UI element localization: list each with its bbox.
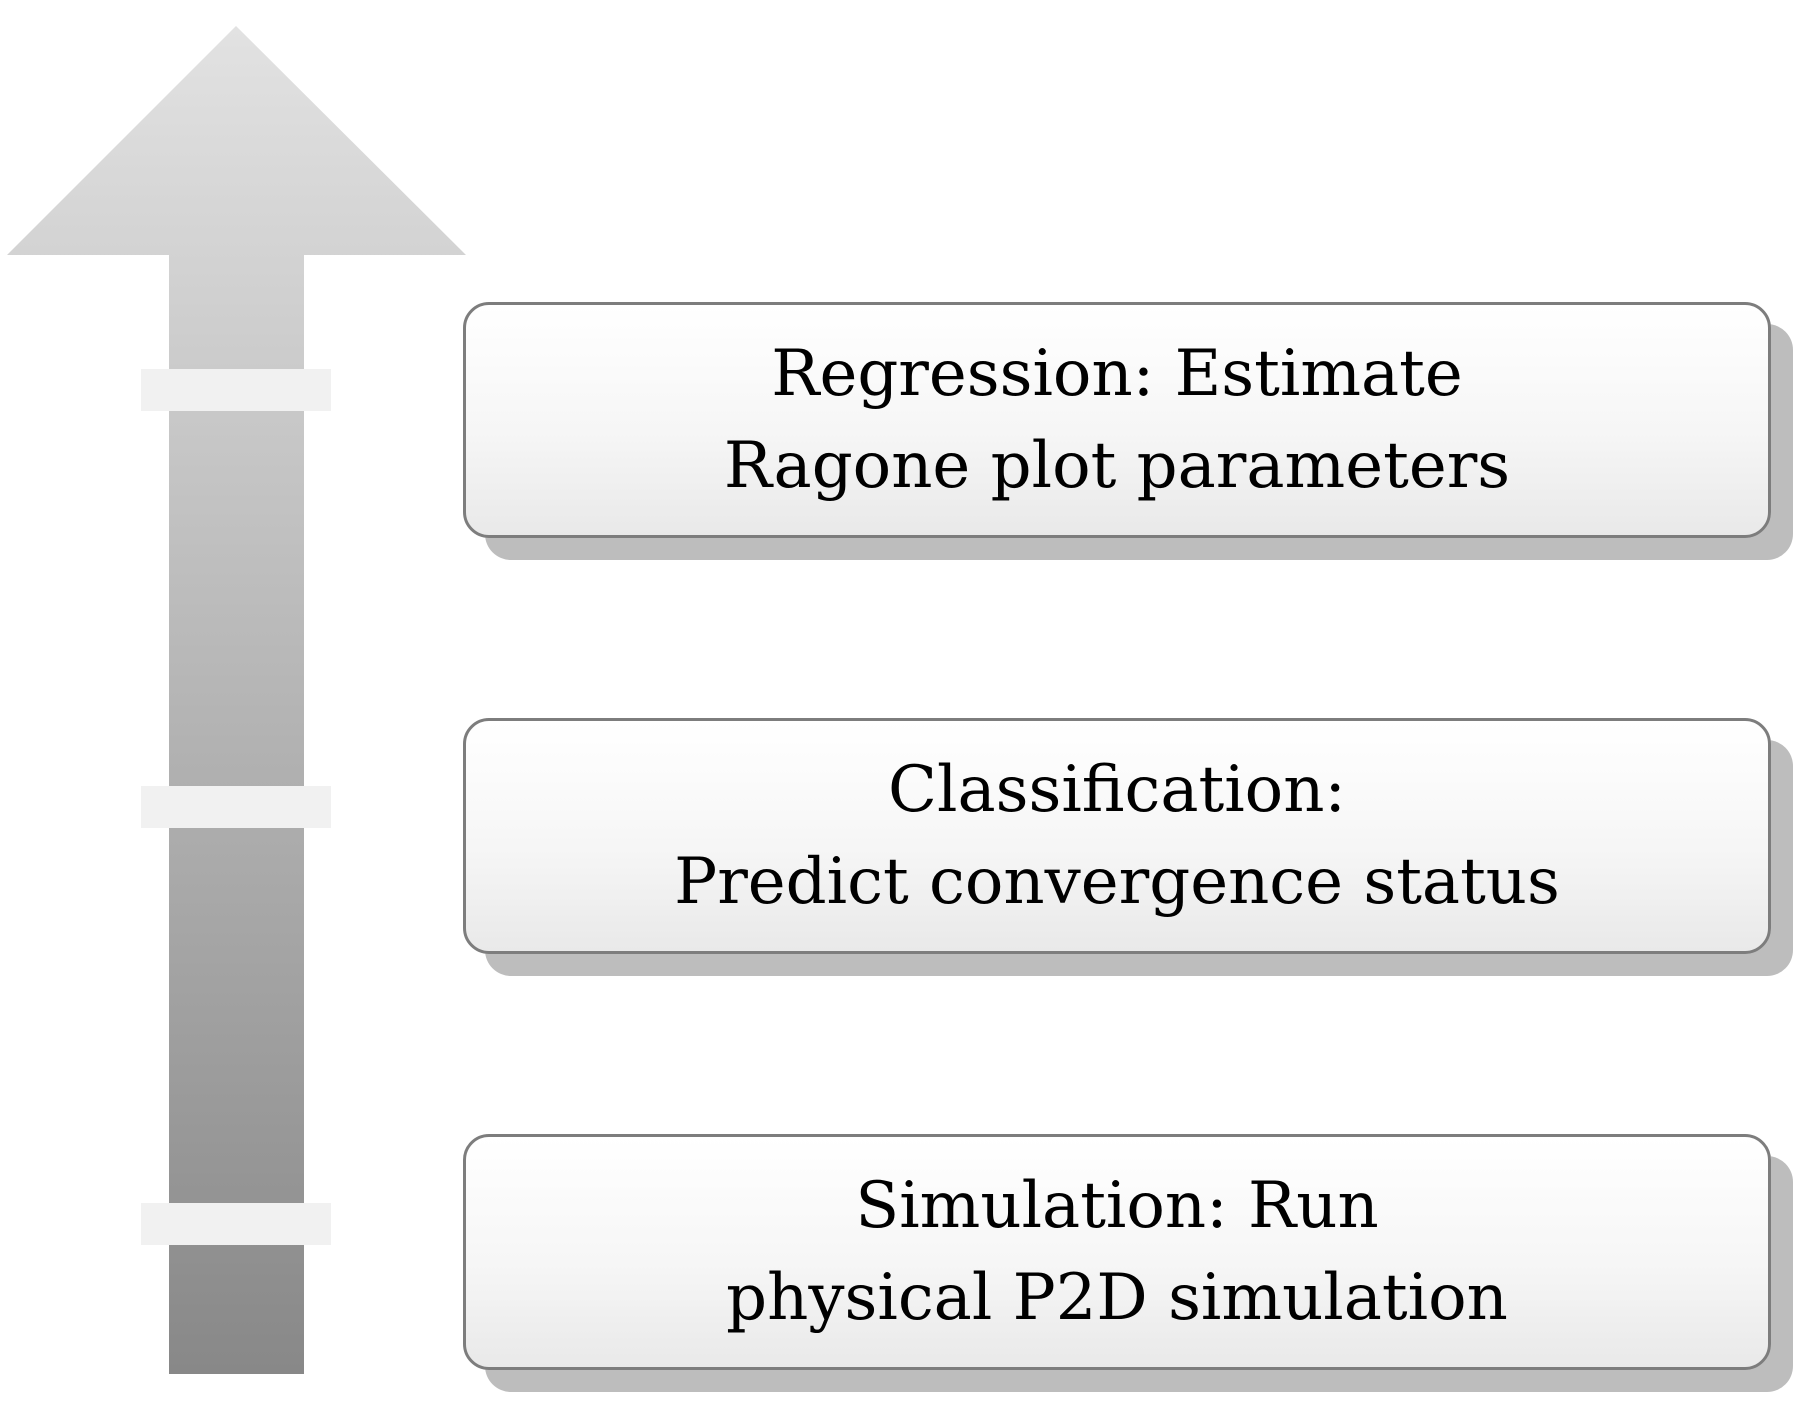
regression-title: Regression: Estimate <box>771 337 1463 411</box>
arrow-band-bottom <box>141 1203 331 1245</box>
simulation-description: physical P2D simulation <box>726 1261 1508 1335</box>
arrow-body <box>7 26 466 1374</box>
simulation-step-box: Simulation: Run physical P2D simulation <box>463 1134 1771 1370</box>
arrow-band-top <box>141 369 331 411</box>
classification-title: Classification: <box>888 753 1346 827</box>
classification-step-box: Classification: Predict convergence stat… <box>463 718 1771 954</box>
simulation-title: Simulation: Run <box>855 1169 1379 1243</box>
arrow-band-middle <box>141 786 331 828</box>
regression-description: Ragone plot parameters <box>723 429 1511 503</box>
regression-step-box: Regression: Estimate Ragone plot paramet… <box>463 302 1771 538</box>
classification-description: Predict convergence status <box>674 845 1560 919</box>
progress-arrow <box>7 26 466 1374</box>
